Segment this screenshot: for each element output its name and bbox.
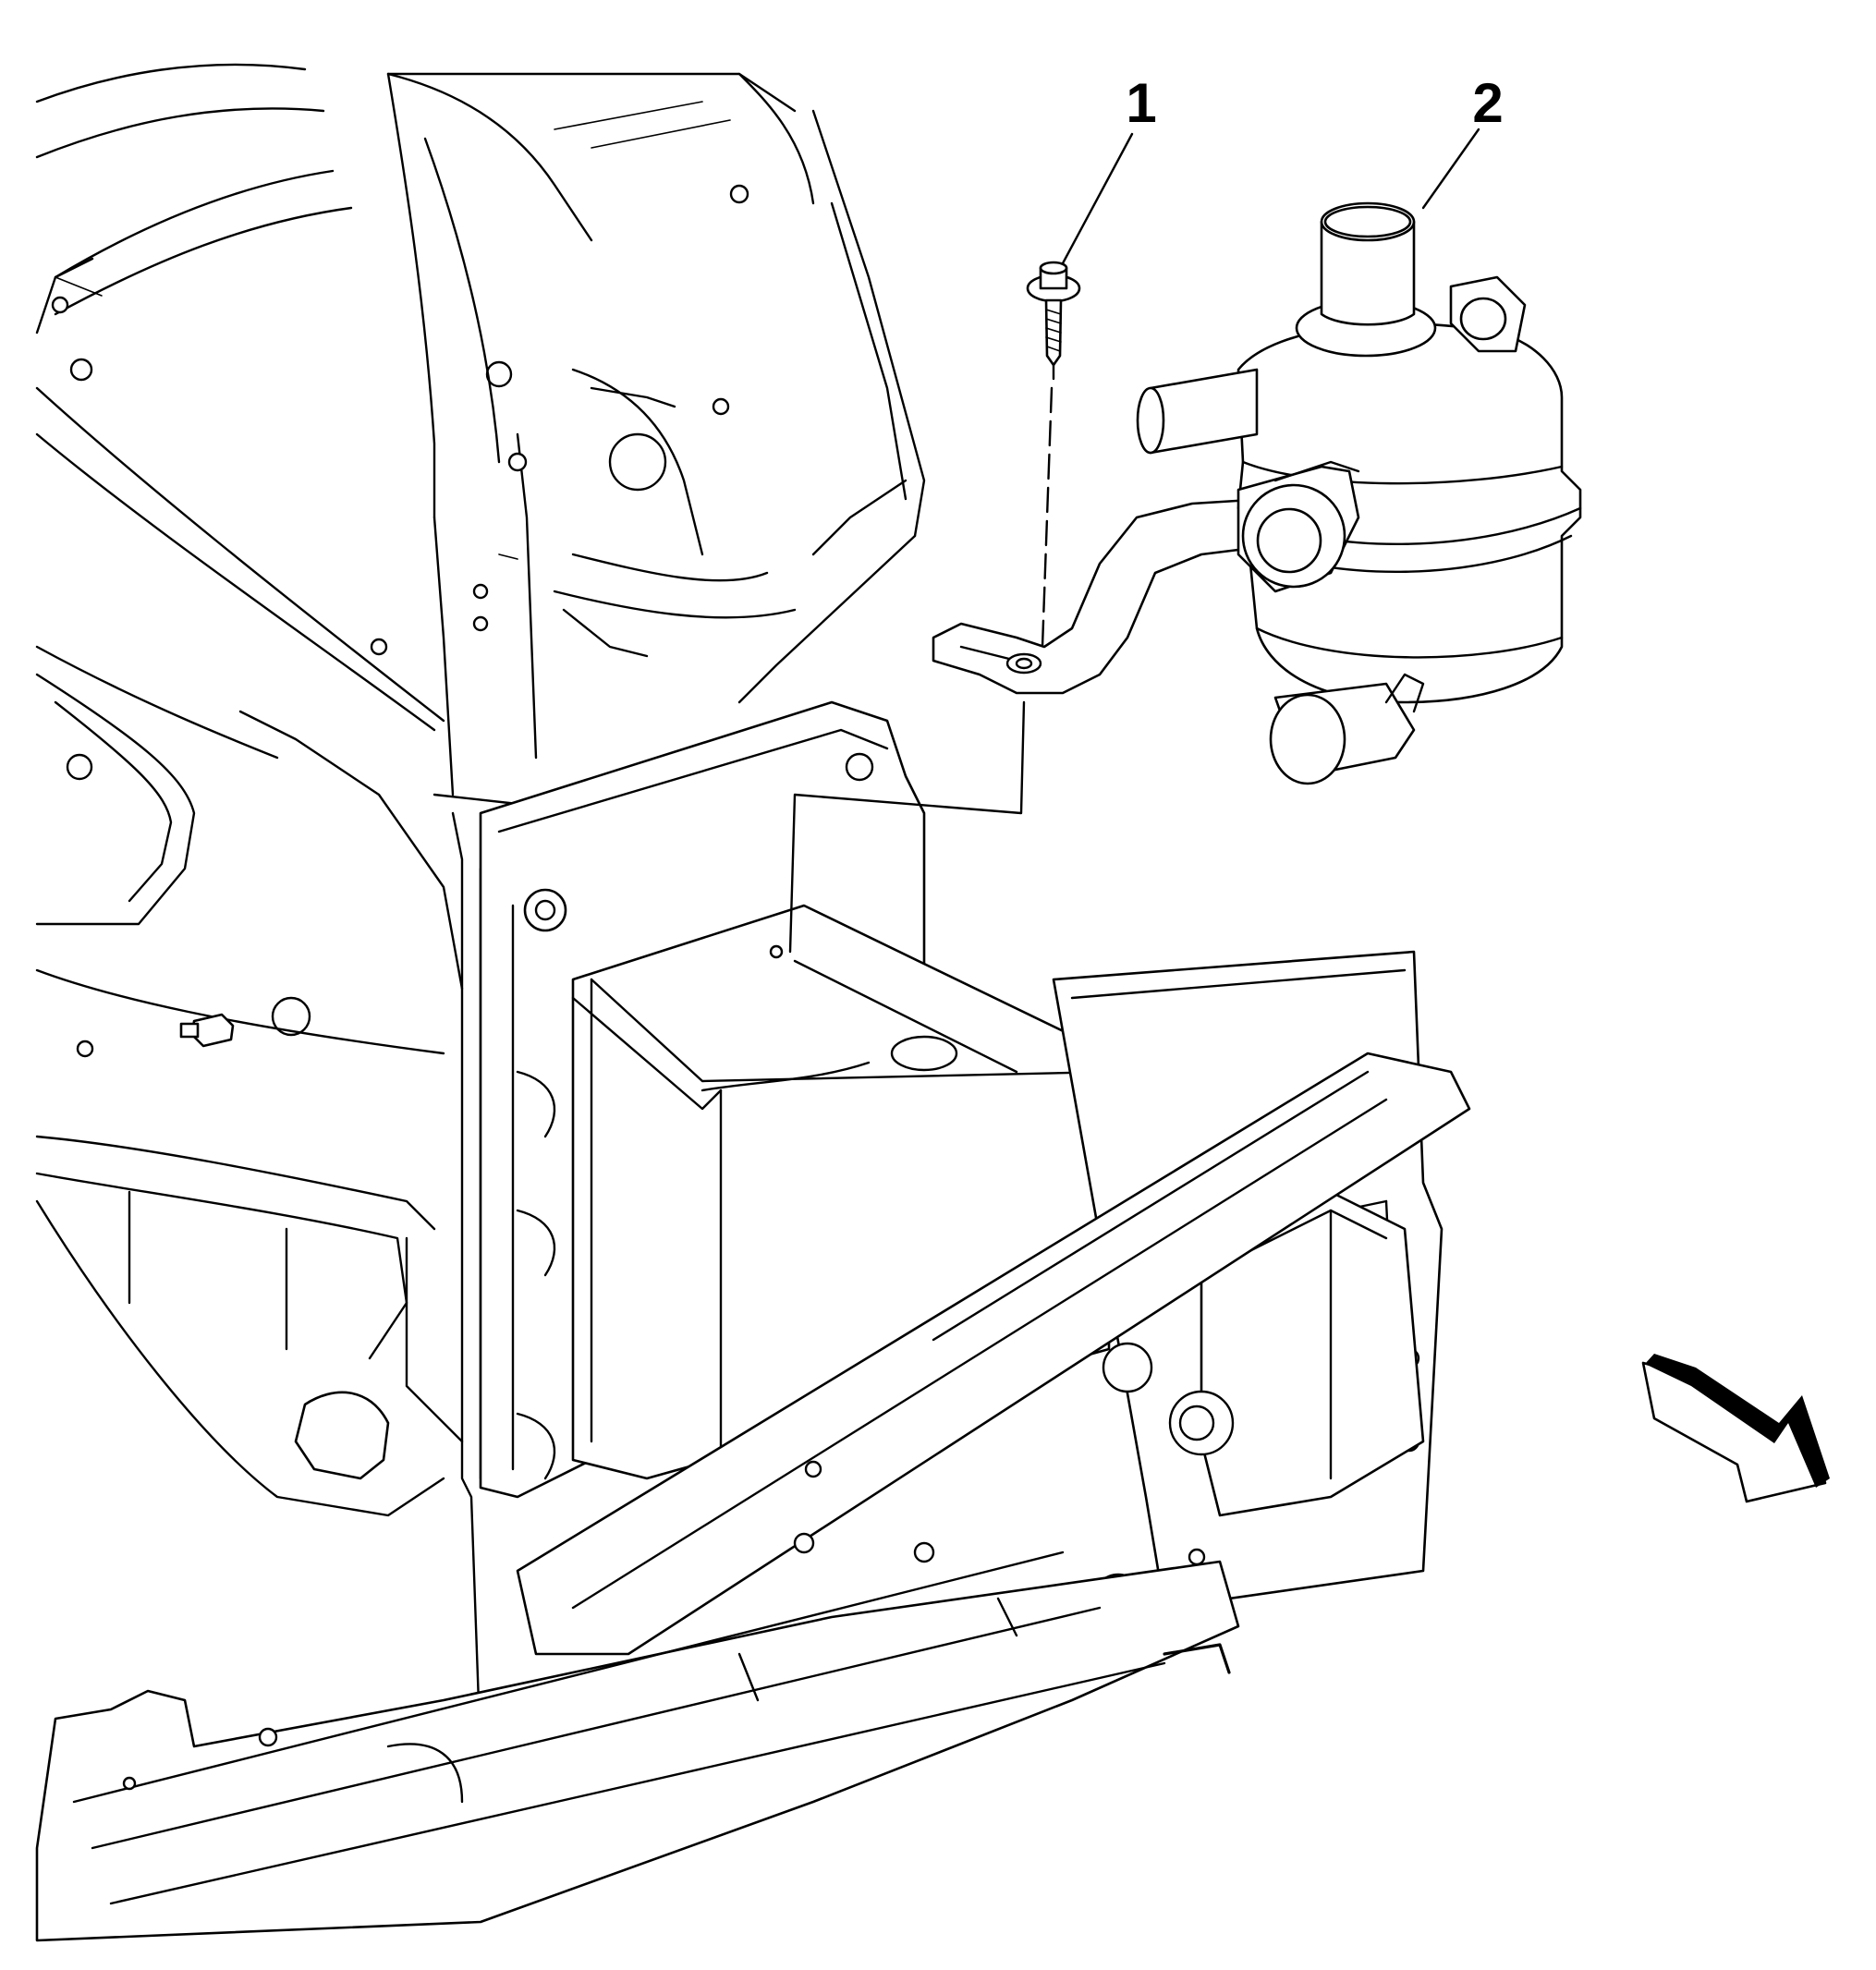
callout-label-1: 1 <box>1126 72 1156 134</box>
front-direction-arrow-icon <box>1641 1354 1830 1503</box>
callout-label-2: 2 <box>1472 72 1503 134</box>
wheelhouse-structure <box>35 63 926 1517</box>
leader-lines <box>788 128 1480 954</box>
bolt-part <box>1026 261 1081 367</box>
reservoir-assembly-part <box>932 201 1582 785</box>
frame-rail <box>35 700 1471 1942</box>
